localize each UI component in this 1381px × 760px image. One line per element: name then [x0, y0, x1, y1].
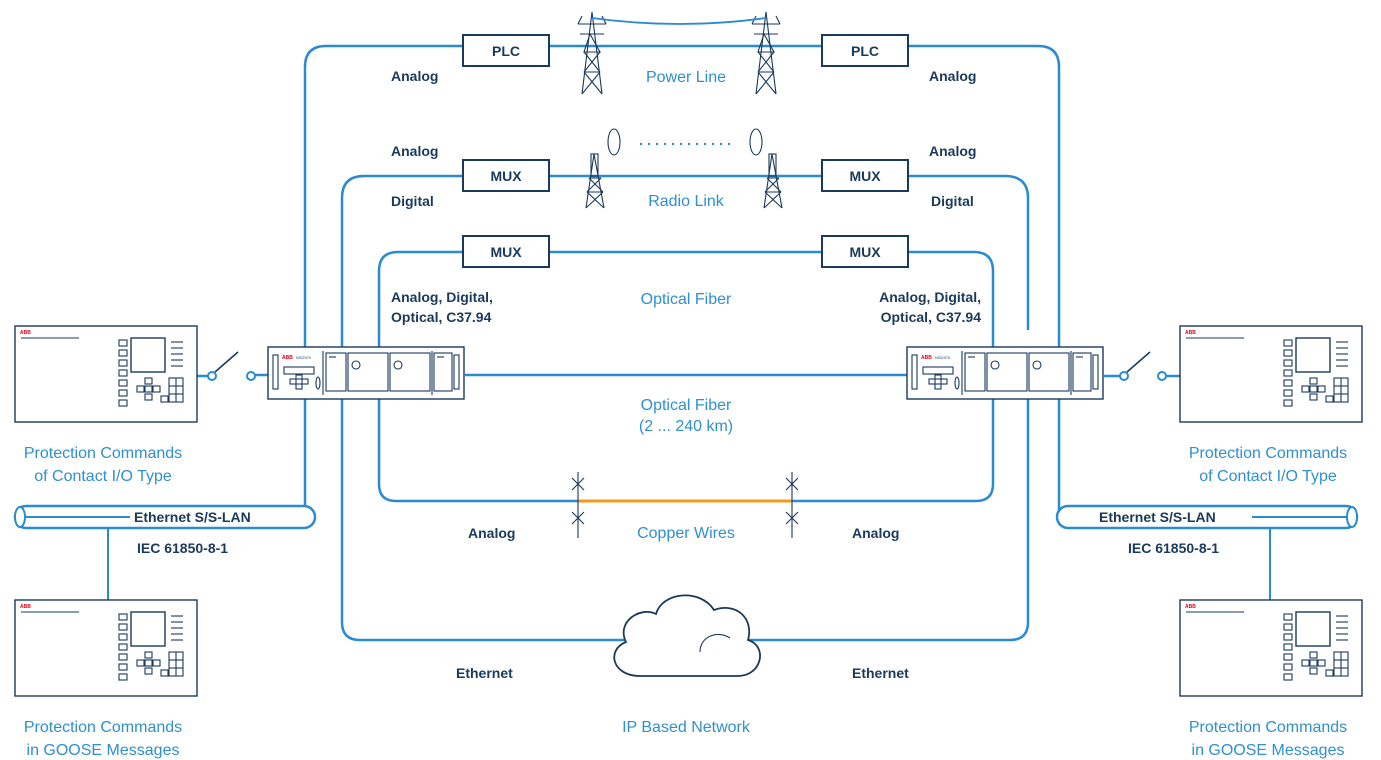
power-tower-left-icon: [577, 11, 607, 95]
radio-tower-left-icon: [585, 128, 621, 209]
radio-digital-left: Digital: [391, 193, 434, 209]
rack-model: NSD570: [296, 355, 312, 360]
relay-top-right-caption-2: of Contact I/O Type: [1199, 468, 1337, 485]
relay-brand: ABB: [20, 330, 31, 336]
ethernet-left: Ethernet: [456, 665, 513, 681]
radio-analog-left: Analog: [391, 143, 438, 159]
rack-brand: ABB: [921, 355, 932, 361]
cloud-icon: [613, 594, 761, 677]
power-analog-left: Analog: [391, 68, 438, 84]
rack-brand: ABB: [282, 355, 293, 361]
power-line-caption: Power Line: [646, 69, 726, 86]
plc-box-right: PLC: [821, 34, 909, 67]
copper-analog-left: Analog: [468, 525, 515, 541]
switch-right: [1119, 351, 1167, 381]
relay-top-left-caption-1: Protection Commands: [24, 445, 182, 462]
lan-bus-right: Ethernet S/S-LAN IEC 61850-8-1: [1055, 504, 1359, 600]
svg-text:PLC: PLC: [492, 43, 520, 59]
svg-text:MUX: MUX: [849, 168, 881, 184]
cloud-detail: [699, 634, 731, 653]
direct-fiber-caption-1: Optical Fiber: [641, 397, 732, 414]
power-tower-right-icon: [751, 11, 781, 95]
teleprotection-right: ABB NSD570: [906, 346, 1104, 400]
radio-analog-right: Analog: [929, 143, 976, 159]
relay-bottom-right-caption-2: in GOOSE Messages: [1192, 742, 1345, 759]
relay-top-right: ABB: [1179, 325, 1363, 423]
power-analog-right: Analog: [929, 68, 976, 84]
relay-top-left-caption-2: of Contact I/O Type: [34, 468, 172, 485]
fiber-right-line2: Optical, C37.94: [881, 309, 982, 325]
switch-left: [207, 351, 256, 381]
copper-caption: Copper Wires: [637, 525, 735, 542]
relay-bottom-left-caption-2: in GOOSE Messages: [27, 742, 180, 759]
svg-text:PLC: PLC: [851, 43, 879, 59]
lan-right-link: [1057, 399, 1074, 518]
copper-pole-right-icon: [785, 472, 799, 538]
radio-link-path: [340, 174, 1030, 399]
fiber-right-line1: Analog, Digital,: [879, 289, 981, 305]
svg-text:MUX: MUX: [490, 244, 522, 260]
fiber-left-line2: Optical, C37.94: [391, 309, 492, 325]
fiber-left-line1: Analog, Digital,: [391, 289, 493, 305]
rack-model: NSD570: [935, 355, 951, 360]
relay-bottom-left-caption-1: Protection Commands: [24, 719, 182, 736]
fiber-mux-caption: Optical Fiber: [641, 291, 732, 308]
lan-left-protocol: IEC 61850-8-1: [137, 540, 228, 556]
lan-left-label: Ethernet S/S-LAN: [134, 509, 251, 525]
power-line-path: [303, 44, 1061, 358]
mux-box-fiber-right: MUX: [821, 235, 909, 268]
radio-link-caption: Radio Link: [648, 193, 725, 210]
copper-link-left: [377, 399, 578, 503]
lan-right-label: Ethernet S/S-LAN: [1099, 509, 1216, 525]
relay-bottom-left: ABB: [14, 599, 198, 697]
mux-box-radio-right: MUX: [821, 159, 909, 192]
relay-bottom-right-caption-1: Protection Commands: [1189, 719, 1347, 736]
lan-left-link: [295, 399, 307, 510]
ip-network-caption: IP Based Network: [622, 719, 751, 736]
svg-text:MUX: MUX: [849, 244, 881, 260]
copper-link-right: [792, 399, 995, 503]
power-conductor: [591, 17, 767, 25]
mux-box-fiber-left: MUX: [462, 235, 550, 268]
ethernet-right: Ethernet: [852, 665, 909, 681]
copper-analog-right: Analog: [852, 525, 899, 541]
relay-top-left: ABB: [14, 325, 198, 423]
radio-tower-right-icon: [749, 128, 783, 209]
copper-pole-left-icon: [571, 472, 585, 538]
svg-text:MUX: MUX: [490, 168, 522, 184]
fiber-mux-path: [377, 250, 995, 347]
plc-box-left: PLC: [462, 34, 550, 67]
relay-brand: ABB: [1185, 604, 1196, 610]
radio-digital-right: Digital: [931, 193, 974, 209]
lan-right-protocol: IEC 61850-8-1: [1128, 540, 1219, 556]
relay-top-right-caption-1: Protection Commands: [1189, 445, 1347, 462]
relay-bottom-right: ABB: [1179, 599, 1363, 697]
relay-brand: ABB: [20, 604, 31, 610]
direct-fiber-caption-2: (2 ... 240 km): [639, 418, 733, 435]
lan-bus-left: Ethernet S/S-LAN IEC 61850-8-1: [13, 504, 317, 600]
teleprotection-left: ABB NSD570: [267, 346, 465, 400]
relay-brand: ABB: [1185, 330, 1196, 336]
mux-box-radio-left: MUX: [462, 159, 550, 192]
